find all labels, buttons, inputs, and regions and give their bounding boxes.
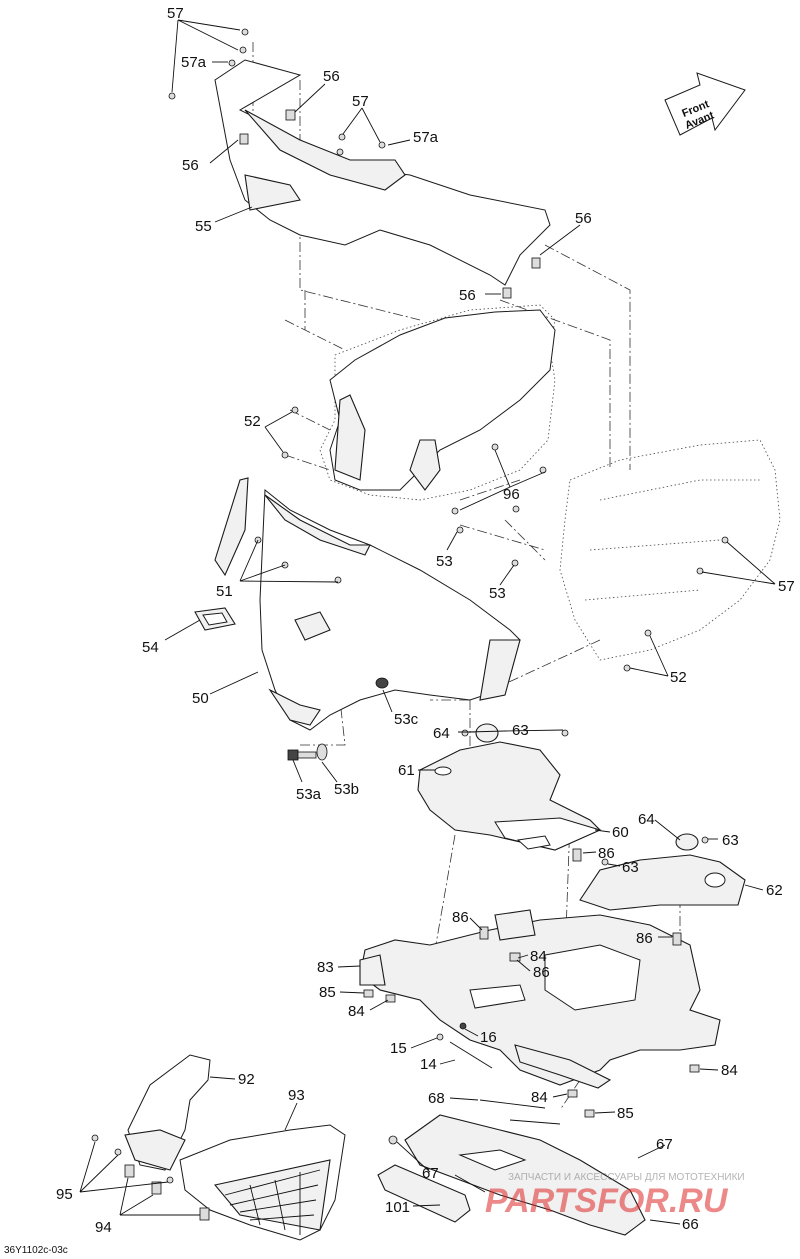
- callout-53: 53: [489, 585, 506, 602]
- part-101-strip: [377, 1164, 471, 1223]
- part-93-grille: [179, 1124, 346, 1241]
- callout-55: 55: [195, 218, 212, 235]
- fasteners-53: [287, 677, 389, 761]
- callout-51: 51: [216, 583, 233, 600]
- callout-16: 16: [480, 1029, 497, 1046]
- part-62-side: [579, 833, 746, 911]
- callout-84: 84: [348, 1003, 365, 1020]
- part-66-lower-pan: [388, 1114, 646, 1236]
- callout-53a: 53a: [296, 786, 322, 803]
- callout-67: 67: [422, 1165, 439, 1182]
- part-50-front-shield: [214, 477, 521, 731]
- callout-50: 50: [192, 690, 209, 707]
- fasteners-94-95: [91, 1134, 210, 1221]
- callout-56: 56: [459, 287, 476, 304]
- callout-62: 62: [766, 882, 783, 899]
- callout-57a: 57a: [413, 129, 439, 146]
- front-direction-arrow: Front Avant: [664, 72, 746, 136]
- callout-85: 85: [319, 984, 336, 1001]
- callout-60: 60: [612, 824, 629, 841]
- callout-67: 67: [656, 1136, 673, 1153]
- callout-57a: 57a: [181, 54, 207, 71]
- callout-86: 86: [636, 930, 653, 947]
- callout-57: 57: [778, 578, 795, 595]
- callout-83: 83: [317, 959, 334, 976]
- callout-53c: 53c: [394, 711, 419, 728]
- callout-93: 93: [288, 1087, 305, 1104]
- callout-52: 52: [244, 413, 261, 430]
- callout-56: 56: [182, 157, 199, 174]
- callout-57: 57: [352, 93, 369, 110]
- leader-lines: [79, 19, 776, 1225]
- callout-64: 64: [433, 725, 450, 742]
- part-68-rods: [479, 1099, 561, 1125]
- watermark: ЗАПЧАСТИ И АКСЕССУАРЫ ДЛЯ МОТОТЕХНИКИ PA…: [485, 1172, 745, 1220]
- callout-66: 66: [682, 1216, 699, 1233]
- part-83-main-frame: [359, 909, 721, 1089]
- callout-86: 86: [533, 964, 550, 981]
- callout-92: 92: [238, 1071, 255, 1088]
- part-55-upper-panel: [214, 59, 551, 286]
- callout-14: 14: [420, 1056, 437, 1073]
- diagram-id: 36Y1102c-03c: [4, 1245, 68, 1256]
- small-bolts-upper: [168, 28, 729, 866]
- callout-labels: 57 57a 56 57 57a 56 55 56 56 52 96 51 53…: [56, 5, 795, 1236]
- part-upper-shell: [329, 309, 556, 491]
- part-92: [124, 1054, 211, 1171]
- callout-86: 86: [452, 909, 469, 926]
- callout-53: 53: [436, 553, 453, 570]
- callout-96: 96: [503, 486, 520, 503]
- callout-94: 94: [95, 1219, 112, 1236]
- callout-64: 64: [638, 811, 655, 828]
- callout-86: 86: [598, 845, 615, 862]
- watermark-tagline: ЗАПЧАСТИ И АКСЕССУАРЫ ДЛЯ МОТОТЕХНИКИ: [508, 1172, 745, 1183]
- watermark-brand: PARTSFOR.RU: [485, 1182, 729, 1220]
- callout-56: 56: [575, 210, 592, 227]
- part-60-cover: [417, 723, 602, 851]
- callout-63: 63: [512, 722, 529, 739]
- part-54-trim: [194, 607, 236, 631]
- callout-53b: 53b: [334, 781, 359, 798]
- callout-63: 63: [722, 832, 739, 849]
- callout-85: 85: [617, 1105, 634, 1122]
- callout-68: 68: [428, 1090, 445, 1107]
- part-frame-dotted: [319, 304, 781, 661]
- callout-52: 52: [670, 669, 687, 686]
- callout-54: 54: [142, 639, 159, 656]
- callout-95: 95: [56, 1186, 73, 1203]
- callout-56: 56: [323, 68, 340, 85]
- callout-84: 84: [531, 1089, 548, 1106]
- callout-84: 84: [721, 1062, 738, 1079]
- callout-63: 63: [622, 859, 639, 876]
- callout-61: 61: [398, 762, 415, 779]
- callout-101: 101: [385, 1199, 410, 1216]
- frame-fasteners: [363, 848, 700, 1118]
- callout-15: 15: [390, 1040, 407, 1057]
- callout-84: 84: [530, 948, 547, 965]
- callout-57: 57: [167, 5, 184, 22]
